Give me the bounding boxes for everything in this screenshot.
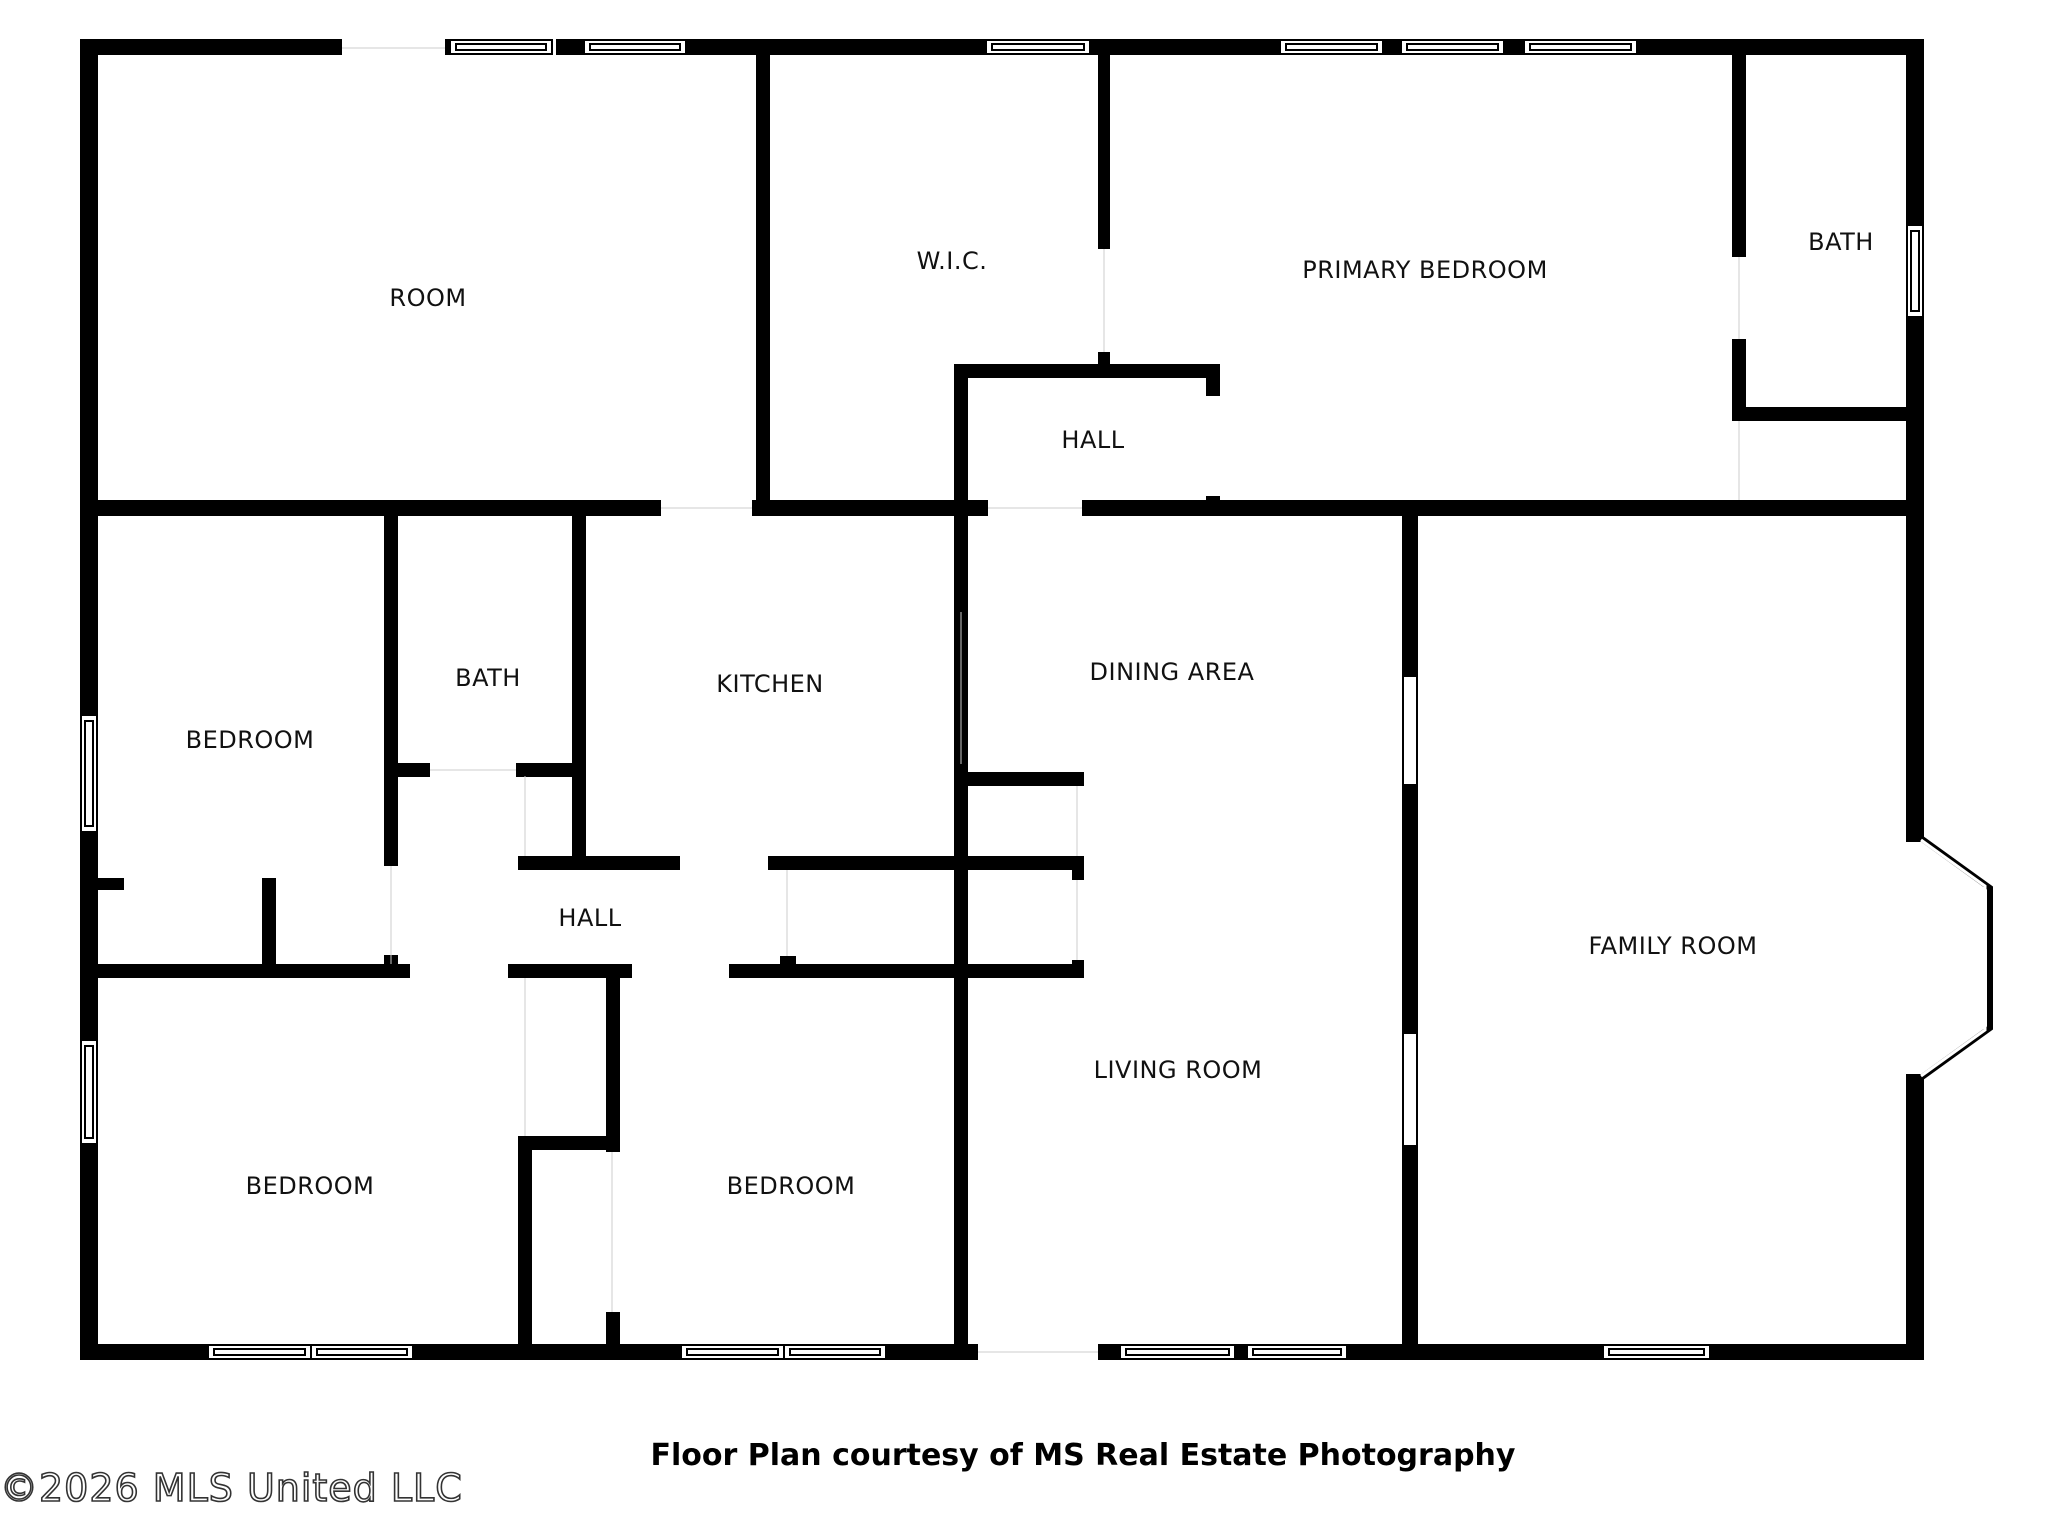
- wall: [80, 832, 98, 1040]
- floor-plan-caption: Floor Plan courtesy of MS Real Estate Ph…: [650, 1438, 1516, 1473]
- wall: [954, 970, 968, 1360]
- wall: [954, 772, 1084, 786]
- wall: [1504, 39, 1524, 55]
- wall: [518, 1136, 620, 1150]
- wall: [1072, 772, 1084, 786]
- wall: [1906, 39, 1924, 225]
- wall: [572, 510, 586, 860]
- wall: [768, 856, 1084, 870]
- window: [316, 1348, 408, 1356]
- wall: [1383, 39, 1401, 55]
- wall: [262, 878, 276, 970]
- wall: [80, 500, 661, 516]
- window: [1608, 1348, 1705, 1356]
- wall: [780, 956, 796, 968]
- wall: [1235, 1344, 1247, 1360]
- wic-label: W.I.C.: [917, 247, 988, 275]
- kitchen-label: KITCHEN: [716, 670, 824, 698]
- wall: [1098, 1344, 1120, 1360]
- window: [1125, 1348, 1230, 1356]
- wall: [1710, 1344, 1924, 1360]
- wall: [954, 364, 1220, 378]
- window: [455, 43, 547, 51]
- door-lines: [342, 47, 1740, 1353]
- window: [789, 1348, 881, 1356]
- window: [1285, 43, 1378, 51]
- bay-window-frame: [1916, 833, 1993, 1083]
- window: [991, 43, 1085, 51]
- wall: [752, 500, 986, 516]
- wall: [80, 39, 342, 55]
- window: [213, 1348, 306, 1356]
- room-label: ROOM: [389, 284, 466, 312]
- window: [1529, 43, 1632, 51]
- wall: [1072, 856, 1084, 880]
- window: [1406, 43, 1499, 51]
- window: [84, 1045, 94, 1139]
- wall: [1402, 785, 1418, 1033]
- bath-hall-label: BATH: [455, 664, 521, 692]
- hall-upper-label: HALL: [1061, 426, 1124, 454]
- bay-window: [1906, 828, 1993, 1088]
- family-room-label: FAMILY ROOM: [1589, 932, 1758, 960]
- wall: [606, 1312, 620, 1352]
- wall: [1347, 1344, 1603, 1360]
- wall: [1206, 496, 1220, 516]
- wall: [508, 964, 632, 978]
- wall: [518, 1136, 532, 1350]
- wall: [1402, 1146, 1418, 1360]
- wall: [1732, 339, 1746, 417]
- wall: [516, 763, 576, 777]
- wall: [729, 964, 1084, 978]
- wall: [1098, 39, 1110, 249]
- wall: [1072, 960, 1084, 978]
- wall: [98, 964, 410, 978]
- bay-window-glass: [1920, 838, 1987, 1078]
- bedroom-southwest-label: BEDROOM: [246, 1172, 375, 1200]
- wall: [606, 964, 620, 1152]
- walls: [80, 39, 1924, 1360]
- wall: [384, 510, 398, 866]
- wall: [1906, 1074, 1924, 1360]
- windows: [80, 39, 1924, 1360]
- bath-primary-label: BATH: [1808, 228, 1874, 256]
- wall: [756, 39, 770, 516]
- wall: [518, 856, 680, 870]
- wall: [413, 1344, 681, 1360]
- wall: [1082, 500, 1924, 516]
- wall: [768, 856, 782, 868]
- dining-area-label: DINING AREA: [1090, 658, 1255, 686]
- hall-lower-label: HALL: [558, 904, 621, 932]
- wall: [80, 39, 98, 715]
- door-opening: [1402, 675, 1418, 786]
- wall: [384, 763, 430, 777]
- bedroom-south-label: BEDROOM: [727, 1172, 856, 1200]
- wall: [98, 878, 124, 890]
- window: [1910, 230, 1920, 312]
- wall: [690, 39, 986, 55]
- room-labels: ROOM W.I.C. PRIMARY BEDROOM BATH HALL BE…: [186, 228, 1874, 1200]
- wall: [1732, 39, 1746, 257]
- wall: [1732, 407, 1924, 421]
- wall: [1637, 39, 1924, 55]
- bedroom-west-label: BEDROOM: [186, 726, 315, 754]
- window: [1252, 1348, 1342, 1356]
- wall: [1402, 510, 1418, 676]
- living-room-label: LIVING ROOM: [1094, 1056, 1263, 1084]
- wall: [1090, 39, 1280, 55]
- door-opening: [1402, 1032, 1418, 1147]
- wall: [1206, 364, 1220, 396]
- window: [589, 43, 681, 51]
- wall: [80, 1144, 98, 1360]
- window: [686, 1348, 779, 1356]
- wall: [1906, 317, 1924, 842]
- wall: [80, 1344, 208, 1360]
- primary-bedroom-label: PRIMARY BEDROOM: [1302, 256, 1548, 284]
- window: [84, 720, 94, 827]
- copyright-watermark: ©2026 MLS United LLC: [0, 1465, 463, 1511]
